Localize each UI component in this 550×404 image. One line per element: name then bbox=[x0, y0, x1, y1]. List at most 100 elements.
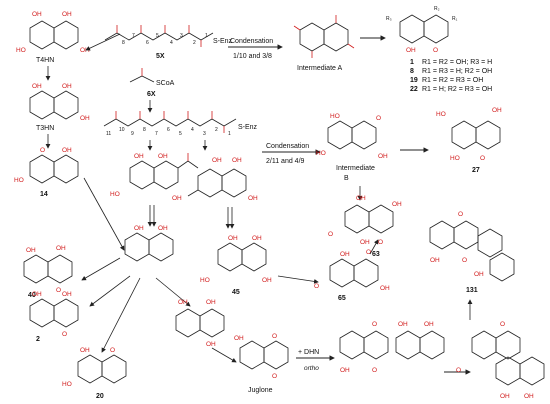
compound-number: 14 bbox=[40, 191, 48, 198]
ketone-label: O bbox=[376, 115, 381, 122]
hydroxyl-label: OH bbox=[234, 335, 244, 342]
juglone-label: Juglone bbox=[248, 387, 273, 394]
chain-position-label: 6 bbox=[146, 40, 149, 46]
key-number: 19 bbox=[410, 77, 418, 84]
chain-position-label: 5 bbox=[156, 33, 159, 39]
pentaketide-chain: 8 7 6 5 4 3 2 1 S-Enz 5X bbox=[104, 25, 233, 60]
compound-number: 40 bbox=[28, 292, 36, 299]
chain-position-label: 9 bbox=[131, 131, 134, 137]
chain-position-label: 5 bbox=[179, 131, 182, 137]
key-text: R1 = R3 = H; R2 = OH bbox=[422, 68, 492, 75]
hydroxyl-label: OH bbox=[524, 393, 534, 400]
dhn-coupling-arrow: + DHN ortho bbox=[296, 349, 335, 372]
condensation-arrow-2: Condensation 2/11 and 4/9 bbox=[262, 143, 321, 165]
ether-label: O bbox=[462, 257, 467, 264]
chain-position-label: 2 bbox=[193, 40, 196, 46]
chain-position-label: 8 bbox=[122, 40, 125, 46]
ether-label: O bbox=[328, 231, 333, 238]
compound-45: OH OH HO OH 45 bbox=[200, 235, 272, 296]
condensation-sites-label: 2/11 and 4/9 bbox=[266, 158, 305, 165]
r3-label: R₃ bbox=[386, 16, 392, 22]
ketone-label: O bbox=[456, 367, 461, 374]
chain-position-label: 11 bbox=[106, 131, 111, 137]
ketone-label: O bbox=[372, 321, 377, 328]
compound-number: 63 bbox=[372, 251, 380, 258]
hydroxyl-label: OH bbox=[360, 239, 370, 246]
scoa-label: SCoA bbox=[156, 80, 175, 87]
compound-63: OH OH O OH O 63 bbox=[328, 195, 402, 258]
hydroxyl-label: OH bbox=[474, 271, 484, 278]
chain-position-label: 1 bbox=[205, 33, 208, 39]
hydroxyl-label: OH bbox=[340, 367, 350, 374]
hydroxyl-label: OH bbox=[492, 107, 502, 114]
compound-65: OH O O OH 65 bbox=[314, 249, 390, 302]
naphthalene-triol: OH OH OH bbox=[175, 299, 225, 348]
arrow bbox=[155, 277, 191, 307]
compound-number: 45 bbox=[232, 289, 240, 296]
hydroxyl-label: OH bbox=[26, 247, 36, 254]
five-x-label: 5X bbox=[156, 53, 165, 60]
hydroxyl-label: HO bbox=[110, 191, 120, 198]
methyl-naphthalene: OH OH OH bbox=[187, 157, 258, 202]
compound-number: 131 bbox=[466, 287, 478, 294]
condensation-sites-label: 1/10 and 3/8 bbox=[233, 53, 272, 60]
enzyme-label: S-Enz bbox=[213, 38, 233, 45]
six-x-label: 6X bbox=[147, 91, 156, 98]
condensation-label: Condensation bbox=[266, 143, 309, 150]
hydroxyl-label: HO bbox=[330, 113, 340, 120]
compound-2: OH OH O 2 bbox=[29, 291, 79, 343]
hydroxyl-label: OH bbox=[62, 83, 72, 90]
hydroxyl-label: OH bbox=[80, 347, 90, 354]
ketone-label: O bbox=[272, 333, 277, 340]
arrow bbox=[101, 277, 141, 353]
dihydro-binaphthyl: O O OH OH bbox=[456, 321, 545, 400]
intermediate-b-label: Intermediate bbox=[336, 165, 375, 172]
key-text: R1 = H; R2 = R3 = OH bbox=[422, 86, 492, 93]
ketone-label: O bbox=[480, 155, 485, 162]
key-text: R1 = R2 = OH; R3 = H bbox=[422, 59, 492, 66]
chain-position-label: 3 bbox=[180, 33, 183, 39]
hydroxyl-label: OH bbox=[262, 277, 272, 284]
hydroxyl-label: OH bbox=[134, 225, 144, 232]
compound-20: OH O HO 20 bbox=[62, 347, 127, 400]
hydroxyl-label: OH bbox=[252, 235, 262, 242]
ketone-label: O bbox=[56, 287, 61, 294]
hydroxyl-label: OH bbox=[228, 235, 238, 242]
hydroxyl-label: OH bbox=[134, 153, 144, 160]
hydroxyl-label: OH bbox=[212, 157, 222, 164]
t4hn: OH OH HO OH T4HN bbox=[16, 11, 90, 64]
r2-label: R₂ bbox=[434, 6, 440, 12]
hydroxyl-label: OH bbox=[206, 299, 216, 306]
hydroxyl-label: OH bbox=[430, 257, 440, 264]
hydroxyl-label: OH bbox=[56, 245, 66, 252]
hydroxyl-label: OH bbox=[32, 83, 42, 90]
hydroxyl-label: OH bbox=[248, 195, 258, 202]
key-number: 8 bbox=[410, 68, 414, 75]
ketone-label: O bbox=[372, 367, 377, 374]
chain-position-label: 6 bbox=[167, 127, 170, 133]
hydroxyl-label: OH bbox=[206, 341, 216, 348]
compound-key: 1 R1 = R2 = OH; R3 = H 8 R1 = R3 = H; R2… bbox=[410, 59, 492, 93]
hydroxyl-label: OH bbox=[62, 11, 72, 18]
ketone-label: O bbox=[110, 347, 115, 354]
acetyl-coa: SCoA 6X bbox=[129, 68, 175, 98]
arrow bbox=[277, 275, 319, 284]
tetralone-product: R₃ R₂ R₁ OH O bbox=[386, 6, 458, 54]
acetyl-naphthalene: OH OH HO OH bbox=[110, 153, 199, 202]
hydroxyl-label: HO bbox=[450, 155, 460, 162]
hydroxyl-label: OH bbox=[340, 251, 350, 258]
hydroxyl-label: OH bbox=[424, 321, 434, 328]
t3hn: OH OH OH T3HN bbox=[29, 83, 90, 132]
chain-position-label: 7 bbox=[132, 33, 135, 39]
condensation-arrow-1: Condensation 1/10 and 3/8 bbox=[228, 38, 283, 60]
hydroxyl-label: HO bbox=[62, 381, 72, 388]
intermediate-b-label: B bbox=[344, 175, 349, 182]
ketone-label: O bbox=[366, 249, 371, 256]
compound-131: O OH O OH 131 bbox=[429, 211, 515, 294]
arrow bbox=[83, 177, 125, 251]
juglone: OH O O Juglone bbox=[234, 333, 289, 394]
ketone-label: O bbox=[272, 373, 277, 380]
chain-position-label: 10 bbox=[119, 127, 125, 133]
compound-number: 27 bbox=[472, 167, 480, 174]
arrow bbox=[211, 347, 237, 363]
